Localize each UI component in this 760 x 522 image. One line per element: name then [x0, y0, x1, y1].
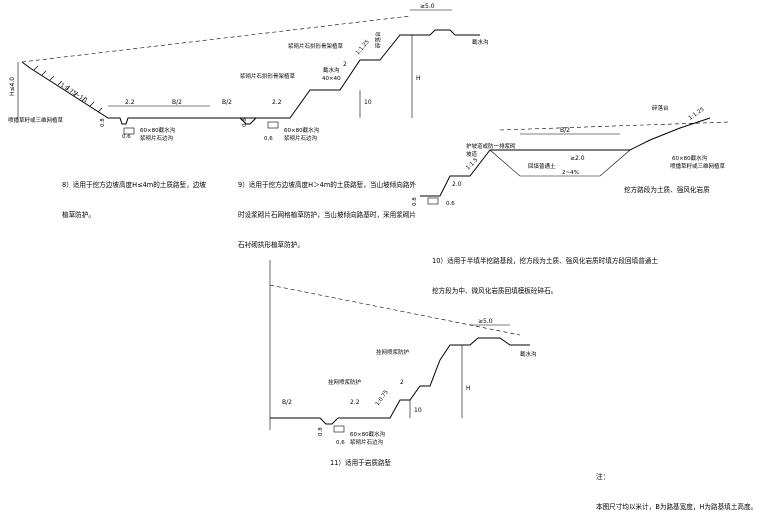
- height-label-1: H≤4.0: [9, 77, 16, 96]
- mesh-upper-4: 挂网喷浆防护: [376, 348, 410, 356]
- fill-note-3: 回填普通土: [528, 162, 556, 170]
- fill-zone-3: [489, 149, 631, 177]
- caption-10: 10）适用于半填半挖路基段，挖方段为土质、强风化岩质时填方段回填普通土 挖方段为…: [432, 236, 658, 306]
- ditch-2: [267, 121, 279, 129]
- slope-hatch-1: [33, 65, 103, 113]
- ground-line-3: [499, 121, 731, 131]
- ditch-size2-2: 60×80截水沟: [284, 126, 320, 134]
- dim-2-4: 2: [400, 379, 404, 386]
- ditch-size-3: 60×80截水沟: [672, 154, 708, 162]
- caption-9-line-1: 9）适用于挖方边坡高度H＞4m的土质路堑，当山坡倾向路外: [238, 181, 417, 189]
- ground-line-1: [21, 15, 411, 63]
- caption-10-line-1: 10）适用于半填半挖路基段，挖方段为土质、强风化岩质时填方段回填普通土: [432, 257, 658, 265]
- dim-06-1: 0.6: [122, 134, 131, 140]
- platform-label-2: 碎落台: [374, 31, 382, 48]
- ditch-size-2: 40×40: [322, 76, 341, 82]
- dim-2-2: 2: [343, 61, 347, 68]
- dim-22-2: 2.2: [272, 99, 282, 106]
- h-label-2: H: [416, 75, 421, 82]
- dim-b2-4: B/2: [282, 399, 292, 406]
- diagram-1: H≤4.0 1:0.75~1:1 2.2 B/2 喷播草籽或三维网植草 0.8 …: [8, 15, 411, 142]
- note-block: 注： 本图尺寸均以米计，B为路基宽度，H为路基填土高度。: [596, 452, 757, 522]
- platform-label-3: 碎落台: [652, 104, 669, 112]
- dim-20b-3: ≥2.0: [570, 155, 585, 162]
- grade-3: 2~4%: [562, 170, 579, 176]
- drawing-sheet: H≤4.0 1:0.75~1:1 2.2 B/2 喷播草籽或三维网植草 0.8 …: [8, 3, 757, 511]
- mesh-lower-4: 挂网喷浆防护: [328, 378, 362, 386]
- dim-08-3: 0.8: [412, 197, 418, 206]
- cut-profile-1: [21, 61, 270, 125]
- dim-10-4: 10: [414, 407, 422, 414]
- hb-3: B/2: [560, 127, 570, 134]
- ditch-note-1: 浆砌片石边沟: [140, 134, 174, 142]
- drawing-canvas: H≤4.0 1:0.75~1:1 2.2 B/2 喷播草籽或三维网植草 0.8 …: [8, 3, 731, 446]
- caption-9-line-2: 时设浆砌片石网格植草防护，当山坡倾向路基时，采用浆砌片: [238, 211, 417, 219]
- dim-22-1: 2.2: [125, 99, 135, 106]
- ditch-size-1: 60×80截水沟: [140, 126, 176, 134]
- caption-9-line-3: 石衬砌拱形植草防护。: [238, 241, 304, 249]
- ditch-3: [427, 197, 439, 205]
- caption-8-line-2: 植草防护。: [62, 211, 95, 219]
- dim-08-1: 0.8: [100, 118, 106, 127]
- window-label-2: 浆砌片石拱形骨架植草: [240, 72, 296, 80]
- dim-06-4: 0.6: [336, 440, 345, 446]
- dim-06-3: 0.6: [446, 201, 455, 207]
- dim-b2-2: B/2: [222, 99, 232, 106]
- cut-profile-2: [210, 29, 480, 125]
- dim-b2-1: B/2: [172, 99, 182, 106]
- dim-22-4: 2.2: [350, 399, 360, 406]
- caption-9: 9）适用于挖方边坡高度H＞4m的土质路堑，当山坡倾向路外 时设浆砌片石网格植草防…: [238, 160, 416, 260]
- top-width-2: ≥5.0: [420, 3, 435, 10]
- slope-ratio-2: 1:1.25: [355, 39, 371, 57]
- ditch-note-4: 浆砌片石边沟: [350, 438, 384, 446]
- ditch-size-4: 60×80截水沟: [350, 430, 386, 438]
- diagram-2: ≥5.0 截水沟 碎落台 浆砌片石拱形骨架植草 浆砌片石拱形骨架植草 1:1.2…: [210, 3, 489, 142]
- h-label-4: H: [466, 385, 471, 392]
- lower-note-3: 挖方路段为土质、强风化岩质: [624, 185, 710, 194]
- diagram-4: ≥5.0 截水沟 挂网喷浆防护 挂网喷浆防护 2 10 H 1:0.75 B/2…: [269, 260, 537, 446]
- caption-10-line-2: 挖方段为中、微风化岩质回填模板砼碎石。: [432, 287, 558, 295]
- guard-label-3: 护坡道或防一排浆砌: [466, 142, 516, 150]
- dim-06-2: 0.6: [264, 136, 273, 142]
- dim-10-2: 10: [364, 99, 372, 106]
- diagram-3: 护坡道或防一排浆砌 坡道 1:1.5 碎落台 1:1.25 B/2 2.0 ≥2…: [412, 104, 731, 207]
- slope-left-3: 1:1.5: [465, 157, 480, 172]
- ground-line-4: [269, 284, 521, 336]
- cut-ditch-2: 截水沟: [472, 38, 489, 46]
- ditch-note-2: 浆砌片石边沟: [284, 134, 318, 142]
- slope-ratio-1: 1:0.75~1:1: [59, 83, 89, 105]
- top-width-4: ≥5.0: [478, 318, 493, 325]
- cut-ditch-4: 截水沟: [520, 350, 537, 358]
- dim-08-4: 0.8: [318, 427, 324, 436]
- note-text: 本图尺寸均以米计，B为路基宽度，H为路基填土高度。: [596, 503, 758, 511]
- caption-8: 8）适用于挖方边坡高度H≤4m的土质路堑，边坡 植草防护。: [62, 160, 206, 230]
- protection-3: 喷播草籽或三维网植草: [670, 162, 726, 170]
- ditch-name-2: 截水沟: [323, 66, 340, 74]
- dim-20-3: 2.0: [452, 181, 462, 188]
- ditch-4: [333, 425, 345, 433]
- arch-label-2: 浆砌片石拱形骨架植草: [288, 42, 344, 50]
- caption-8-line-1: 8）适用于挖方边坡高度H≤4m的土质路堑，边坡: [62, 181, 206, 189]
- slope-4: 1:0.75: [375, 389, 390, 407]
- dim-08-2: 0.8: [242, 118, 248, 127]
- profile-4: [270, 337, 530, 425]
- guard-label2-3: 坡道: [466, 150, 478, 158]
- slope-right-3: 1:1.25: [688, 106, 706, 121]
- note-title: 注：: [596, 473, 610, 481]
- caption-11: 11）适用于岩质路堑: [330, 459, 392, 467]
- ditch-1: [123, 127, 135, 135]
- protection-label-1: 喷播草籽或三维网植草: [8, 116, 64, 124]
